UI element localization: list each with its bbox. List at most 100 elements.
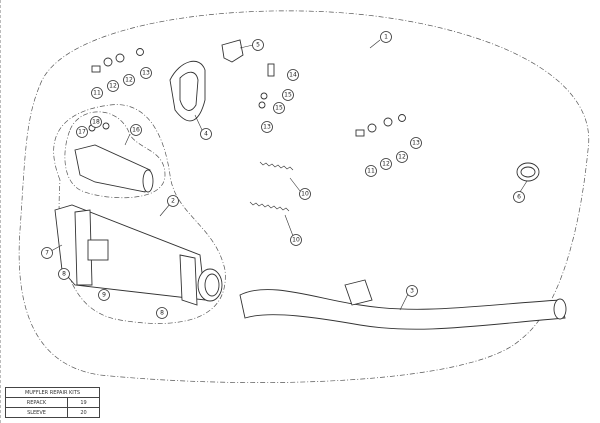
callout-number: 5 bbox=[256, 42, 260, 49]
callout-1: 1 bbox=[380, 31, 392, 43]
callout-circle bbox=[58, 268, 70, 280]
callout-number: 16 bbox=[132, 127, 140, 134]
callout-number: 18 bbox=[92, 119, 100, 126]
table-row: REPACK 19 bbox=[5, 397, 100, 408]
bracket-part-4 bbox=[169, 60, 206, 122]
hardware-set-center bbox=[258, 63, 275, 109]
callout-circle bbox=[107, 80, 119, 92]
brand-logo-plate bbox=[87, 239, 109, 261]
callout-number: 9 bbox=[102, 292, 106, 299]
callout-circle bbox=[200, 128, 212, 140]
callout-12: 12 bbox=[380, 158, 392, 170]
callout-13: 13 bbox=[140, 67, 152, 79]
hardware-set-left bbox=[91, 48, 144, 73]
assembly-boundary-1 bbox=[18, 10, 590, 383]
leader-lines bbox=[50, 39, 528, 311]
callout-6: 6 bbox=[513, 191, 525, 203]
callout-number: 8 bbox=[62, 271, 66, 278]
callout-8: 8 bbox=[156, 307, 168, 319]
table-row: SLEEVE 20 bbox=[5, 407, 100, 418]
spring-part-10b bbox=[249, 201, 290, 212]
kit-label: REPACK bbox=[5, 397, 68, 408]
callout-number: 7 bbox=[45, 250, 49, 257]
muffler-group-boundary-2 bbox=[53, 104, 226, 324]
callout-13: 13 bbox=[261, 121, 273, 133]
callout-number: 10 bbox=[292, 237, 300, 244]
callout-11: 11 bbox=[365, 165, 377, 177]
callout-circle bbox=[41, 247, 53, 259]
callout-17: 17 bbox=[76, 126, 88, 138]
callout-number: 11 bbox=[367, 168, 375, 175]
clamp-part-6 bbox=[516, 162, 540, 182]
callout-7: 7 bbox=[41, 247, 53, 259]
callout-number: 12 bbox=[109, 83, 117, 90]
callout-number: 12 bbox=[125, 77, 133, 84]
callout-number: 12 bbox=[398, 154, 406, 161]
callout-number: 13 bbox=[412, 140, 420, 147]
callout-15: 15 bbox=[282, 89, 294, 101]
callout-circle bbox=[396, 151, 408, 163]
callout-circle bbox=[365, 165, 377, 177]
kit-part-number: 20 bbox=[67, 407, 100, 418]
callout-circle bbox=[282, 89, 294, 101]
callout-number: 3 bbox=[410, 288, 414, 295]
callout-number: 8 bbox=[160, 310, 164, 317]
table-title: MUFFLER REPAIR KITS bbox=[5, 387, 100, 398]
callout-circle bbox=[123, 74, 135, 86]
callout-circle bbox=[90, 116, 102, 128]
callout-3: 3 bbox=[406, 285, 418, 297]
callout-circle bbox=[252, 39, 264, 51]
callout-number: 15 bbox=[275, 105, 283, 112]
header-pipe-part-3 bbox=[239, 279, 567, 330]
callout-number: 10 bbox=[301, 191, 309, 198]
callout-number: 15 bbox=[284, 92, 292, 99]
callout-number: 14 bbox=[289, 72, 297, 79]
callout-12: 12 bbox=[396, 151, 408, 163]
callout-11: 11 bbox=[91, 87, 103, 99]
callout-18: 18 bbox=[90, 116, 102, 128]
muffler-part bbox=[54, 204, 223, 306]
callout-circle bbox=[299, 188, 311, 200]
callout-circle bbox=[380, 158, 392, 170]
muffler-repair-kits-table: MUFFLER REPAIR KITS REPACK 19 SLEEVE 20 bbox=[5, 387, 100, 418]
callout-number: 13 bbox=[263, 124, 271, 131]
kit-label: SLEEVE bbox=[5, 407, 68, 418]
callout-circle bbox=[273, 102, 285, 114]
callout-circle bbox=[76, 126, 88, 138]
callout-circle bbox=[91, 87, 103, 99]
callout-9: 9 bbox=[98, 289, 110, 301]
callout-16: 16 bbox=[130, 124, 142, 136]
callout-circle bbox=[261, 121, 273, 133]
callout-number: 4 bbox=[204, 131, 208, 138]
callout-8: 8 bbox=[58, 268, 70, 280]
callout-circle bbox=[380, 31, 392, 43]
callout-number: 13 bbox=[142, 70, 150, 77]
callout-12: 12 bbox=[123, 74, 135, 86]
callout-circle bbox=[167, 195, 179, 207]
callout-circle bbox=[290, 234, 302, 246]
callout-5: 5 bbox=[252, 39, 264, 51]
hardware-set-right bbox=[355, 114, 406, 137]
callout-circle bbox=[513, 191, 525, 203]
spring-part-10a bbox=[259, 161, 294, 171]
callout-number: 1 bbox=[384, 34, 388, 41]
callout-circle bbox=[98, 289, 110, 301]
callout-number: 17 bbox=[78, 129, 86, 136]
callout-number: 6 bbox=[517, 194, 521, 201]
callout-circle bbox=[130, 124, 142, 136]
callout-circle bbox=[287, 69, 299, 81]
callout-14: 14 bbox=[287, 69, 299, 81]
callout-12: 12 bbox=[107, 80, 119, 92]
callout-number: 2 bbox=[171, 198, 175, 205]
callout-number: 12 bbox=[382, 161, 390, 168]
callout-circle bbox=[406, 285, 418, 297]
callout-10: 10 bbox=[290, 234, 302, 246]
callout-13: 13 bbox=[410, 137, 422, 149]
link-pipe-boundary-16 bbox=[64, 111, 166, 199]
callout-15: 15 bbox=[273, 102, 285, 114]
callout-2: 2 bbox=[167, 195, 179, 207]
callout-circle bbox=[156, 307, 168, 319]
callout-10: 10 bbox=[299, 188, 311, 200]
callout-circle bbox=[410, 137, 422, 149]
